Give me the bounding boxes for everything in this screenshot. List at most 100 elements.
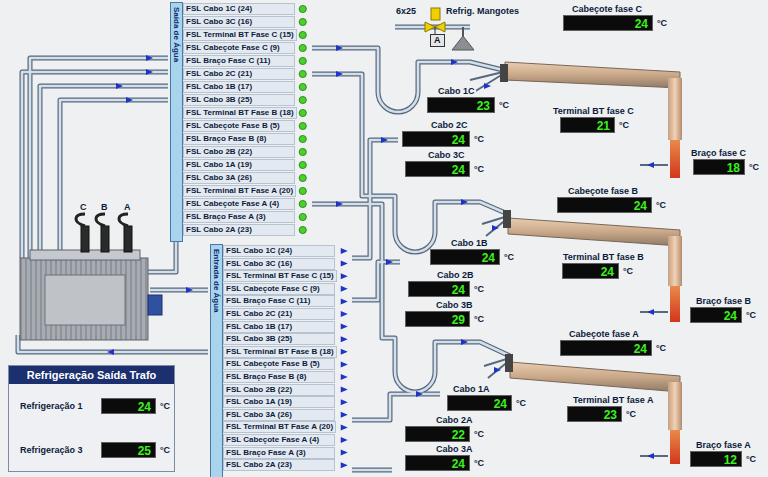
unit-label: °C <box>746 310 756 321</box>
valve-label: Refrig. Mangotes <box>446 6 519 17</box>
flow-switch-label: FSL Braço Fase C (11) <box>223 295 335 307</box>
flow-switch-label: FSL Cabo 2A (23) <box>183 224 295 236</box>
readout-value: 22 <box>405 426 470 442</box>
flow-arrow <box>146 55 153 61</box>
status-dot <box>299 5 306 12</box>
readout-label: Cabo 2B <box>436 270 475 281</box>
transformer <box>20 214 162 340</box>
readout-label: Cabo 3B <box>435 300 474 311</box>
flow-arrow <box>461 199 468 205</box>
pipe-core <box>312 74 395 202</box>
flow-switch-label: FSL Cabo 3C (16) <box>223 258 335 270</box>
flow-switch-label: FSL Cabo 3A (26) <box>223 409 335 421</box>
readout-value: 24 <box>562 263 619 279</box>
flow-arrow <box>116 83 123 89</box>
pipe-core <box>30 58 168 258</box>
readout-value: 24 <box>101 398 156 414</box>
status-dot <box>299 161 306 168</box>
temperature-readout: Cabo 2B24°C <box>408 270 485 297</box>
temperature-readout: Braço fase A12 °C <box>690 440 757 467</box>
flow-switch-label: FSL Cabo 3A (26) <box>183 172 295 184</box>
readout-value: 23 <box>427 97 495 113</box>
pipe-core <box>22 72 168 258</box>
readout-value: 24 <box>447 395 512 411</box>
readout-value: 24 <box>405 161 470 177</box>
flow-switch-label: FSL Cabeçote Fase C (9) <box>223 283 335 295</box>
flow-arrow <box>386 259 393 265</box>
status-dot <box>299 174 306 181</box>
temperature-readout: Terminal BT fase C21°C <box>560 106 635 133</box>
flow-switch-label: FSL Terminal BT Fase B (18) <box>223 346 337 358</box>
flow-arrow <box>341 324 348 330</box>
flow-switch-label: FSL Cabeçote Fase B (5) <box>183 120 295 132</box>
flow-switch-label: FSL Terminal BT Fase C (15) <box>223 270 337 282</box>
temperature-readout: Refrigeração 3 25 °C <box>19 442 171 458</box>
temperature-readout: Cabo 1C23°C <box>427 86 510 113</box>
pipe-core <box>60 100 168 256</box>
flow-switch-label: FSL Cabo 1A (19) <box>223 396 335 408</box>
valve-letter: A <box>431 35 444 46</box>
status-dot <box>299 70 306 77</box>
readout-label: Cabo 1A <box>452 384 491 395</box>
cables <box>500 62 682 464</box>
status-dot <box>299 148 306 155</box>
flow-arrow <box>381 137 388 143</box>
temperature-readout: Terminal BT fase B24 °C <box>562 252 645 279</box>
flow-arrow <box>126 97 133 103</box>
readout-label: Braço fase A <box>695 440 752 451</box>
readout-value: 21 <box>560 117 615 133</box>
flow-arrow <box>336 71 343 77</box>
unit-label: °C <box>160 445 170 456</box>
unit-label: °C <box>656 343 666 354</box>
readout-label: Cabo 2C <box>430 120 469 131</box>
flow-arrow <box>341 374 348 380</box>
panel-title: Refrigeração Saída Trafo <box>9 366 174 384</box>
readout-value: 12 <box>690 451 742 467</box>
valve-tag: A <box>430 34 445 47</box>
readout-label: Terminal BT fase B <box>562 252 645 263</box>
status-dot <box>299 200 306 207</box>
flow-switch-label: FSL Terminal BT Fase C (15) <box>183 29 297 41</box>
pipe-core <box>352 140 398 258</box>
unit-label: °C <box>160 401 170 412</box>
flow-switch-label: FSL Cabo 2B (22) <box>223 384 335 396</box>
flow-arrow <box>341 387 348 393</box>
flow-arrow <box>341 273 348 279</box>
status-dot <box>299 18 306 25</box>
readout-value: 25 <box>101 442 156 458</box>
pipe-core <box>40 86 168 258</box>
flow-switch-label: FSL Cabo 2B (22) <box>183 146 295 158</box>
flow-switch-label: FSL Cabo 2C (21) <box>183 68 295 80</box>
readout-label: Braço fase C <box>690 148 747 159</box>
water-manifold: Entrada de Água <box>210 244 223 477</box>
phase-letter: A <box>124 202 131 213</box>
status-dot <box>299 226 306 233</box>
flow-arrow <box>341 248 348 254</box>
phase-letter: C <box>80 202 87 213</box>
readout-value: 24 <box>402 131 470 147</box>
temperature-readout: Braço fase B24°C <box>690 296 757 323</box>
flow-switch-label: FSL Cabo 1A (19) <box>183 159 295 171</box>
flow-arrow <box>336 45 343 51</box>
pipe-core <box>352 262 400 300</box>
readout-label: Cabo 1C <box>437 86 476 97</box>
unit-label: °C <box>623 266 633 277</box>
readout-label: Cabo 1B <box>450 238 489 249</box>
flow-arrow <box>647 309 654 315</box>
unit-label: °C <box>746 454 756 465</box>
status-dot <box>299 109 306 116</box>
flow-switch-label: FSL Braço Fase A (3) <box>183 211 295 223</box>
flow-arrow <box>341 437 348 443</box>
readout-label: Refrigeração 3 <box>19 445 84 456</box>
flow-arrow <box>341 349 348 355</box>
flow-arrow <box>341 261 348 267</box>
temperature-readout: Cabo 2C24°C <box>402 120 485 147</box>
temperature-readout: Cabo 3B29°C <box>405 300 485 327</box>
flow-arrow <box>341 412 348 418</box>
readout-label: Cabeçote fase C <box>571 4 643 15</box>
unit-label: °C <box>474 314 484 325</box>
flow-arrow <box>647 453 654 459</box>
temperature-readout: Refrigeração 124°C <box>19 398 171 414</box>
unit-label: °C <box>516 398 526 409</box>
